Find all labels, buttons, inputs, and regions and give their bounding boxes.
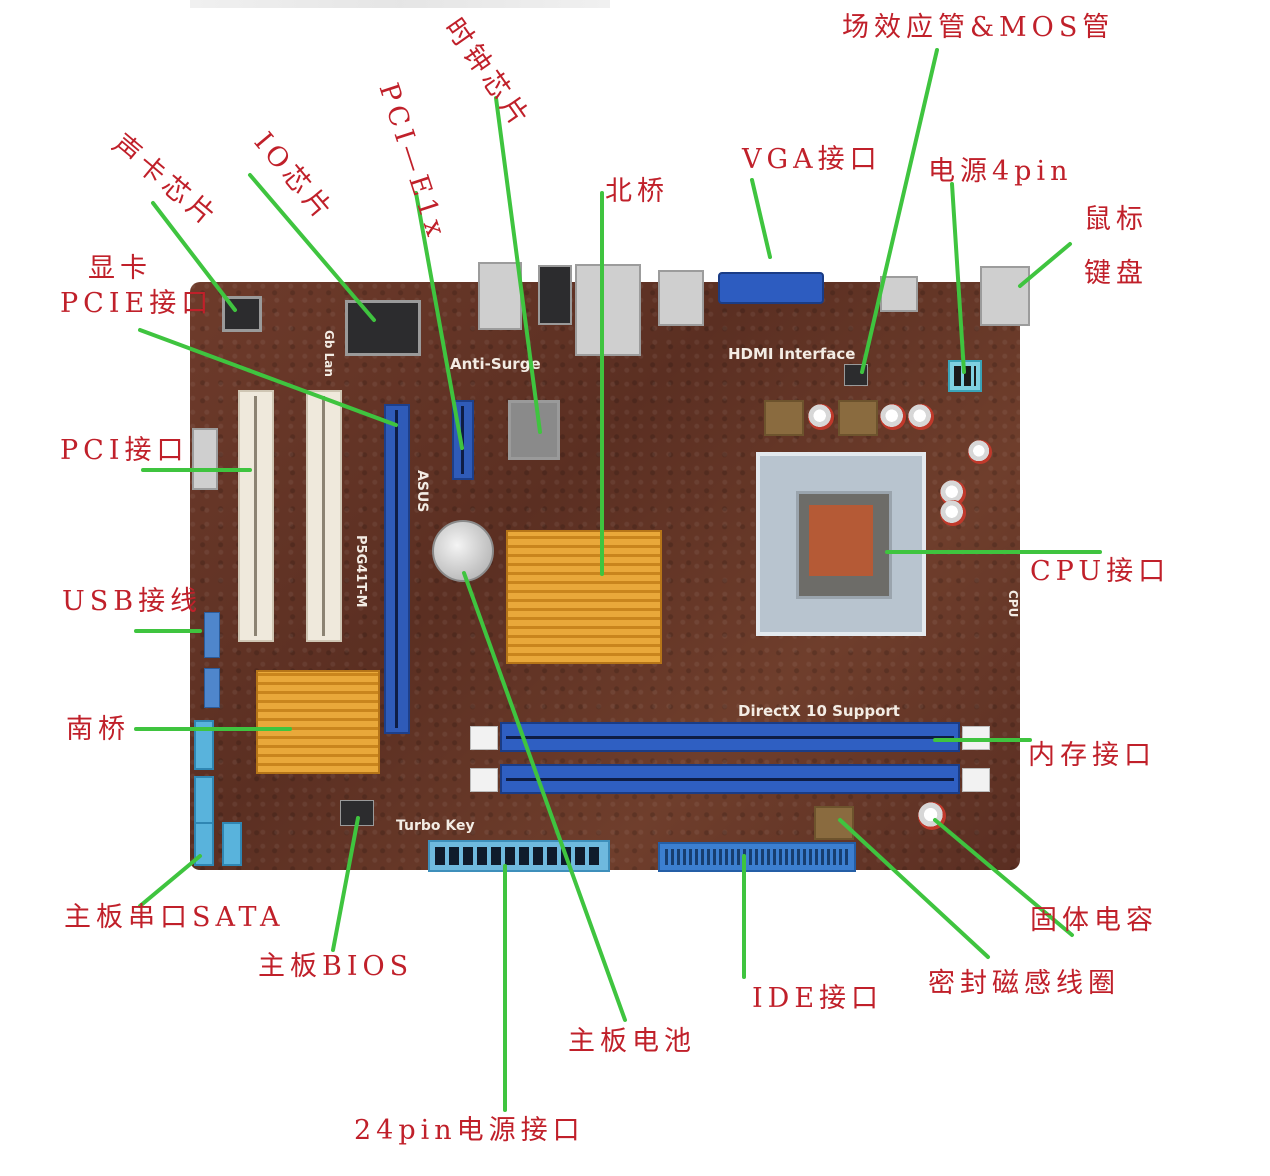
cpu-socket <box>756 452 926 636</box>
ps2-keyboard-mouse-port <box>980 266 1030 326</box>
label-battery: 主板电池 <box>568 1026 696 1057</box>
solid-capacitor <box>808 404 834 430</box>
top-cropped-text-strip <box>190 0 610 8</box>
choke-2 <box>838 400 878 436</box>
label-choke: 密封磁感线圈 <box>928 968 1120 999</box>
label-mouse: 鼠标 <box>1084 204 1148 235</box>
label-mosfet: 场效应管&MOS管 <box>842 12 1115 43</box>
leader-sata <box>138 854 202 908</box>
solid-capacitor <box>940 500 966 526</box>
leader-clock-chip <box>494 96 542 434</box>
leader-choke <box>838 818 990 959</box>
pci-slot-1 <box>238 390 274 642</box>
silkscreen-directx: DirectX 10 Support <box>738 702 900 720</box>
southbridge-heatsink <box>256 670 380 774</box>
lan-port <box>575 264 641 356</box>
solid-capacitor <box>908 404 934 430</box>
leader-pcie-x1 <box>414 191 464 450</box>
label-usb-header: USB接线 <box>62 586 203 617</box>
label-sata: 主板串口SATA <box>64 902 285 933</box>
silkscreen-hdmi: HDMI Interface <box>728 345 856 363</box>
clock-chip <box>508 400 560 460</box>
label-solid-cap: 固体电容 <box>1030 905 1158 936</box>
label-pcie-interface: PCIE接口 <box>60 288 214 319</box>
dimm-slot-1 <box>500 722 960 752</box>
vga-port <box>718 272 824 304</box>
northbridge-heatsink <box>506 530 662 664</box>
label-northbridge: 北桥 <box>605 176 669 207</box>
label-vga-port: VGA接口 <box>742 144 882 175</box>
leader-mosfet <box>860 48 939 374</box>
silkscreen-anti-surge: Anti-Surge <box>450 355 541 373</box>
usb-port-stack <box>658 270 704 326</box>
sealed-choke <box>814 806 854 840</box>
dimm-clip <box>962 768 990 792</box>
leader-vga-port <box>750 178 772 259</box>
cpu-socket-core <box>808 505 874 576</box>
label-memory-slot: 内存接口 <box>1028 740 1156 771</box>
leader-bios <box>331 816 360 952</box>
io-chip <box>345 300 421 356</box>
label-pci-slot: PCI接口 <box>60 435 189 466</box>
leader-battery <box>462 571 627 1022</box>
leader-gpu-pcie <box>138 328 398 427</box>
label-gpu: 显卡 <box>88 253 152 284</box>
label-power-4pin: 电源4pin <box>928 156 1073 187</box>
leader-solid-cap <box>933 818 1074 937</box>
choke-1 <box>764 400 804 436</box>
leader-io-chip <box>248 173 376 322</box>
label-atx-24pin: 24pin电源接口 <box>354 1115 585 1146</box>
leader-sound-chip <box>151 201 237 312</box>
usb-header-2 <box>204 668 220 708</box>
pcie-x16-slot <box>384 404 410 734</box>
dimm-clip <box>470 726 498 750</box>
leader-mouse-keyboard <box>1018 242 1072 288</box>
label-keyboard: 键盘 <box>1084 258 1148 289</box>
ps2-port <box>538 265 572 325</box>
sata-port-1 <box>194 720 214 770</box>
silkscreen-turbo-key: Turbo Key <box>396 818 475 834</box>
dimm-clip <box>470 768 498 792</box>
ide-connector <box>658 842 856 872</box>
leader-power-4pin <box>950 182 966 374</box>
label-bios: 主板BIOS <box>258 951 414 982</box>
sata-port-4 <box>222 822 242 866</box>
label-southbridge: 南桥 <box>66 714 130 745</box>
label-cpu-socket: CPU接口 <box>1030 556 1171 587</box>
label-ide: IDE接口 <box>752 983 884 1014</box>
com-header <box>192 428 218 490</box>
dimm-slot-2 <box>500 764 960 794</box>
bios-chip <box>340 800 374 826</box>
pci-slot-2 <box>306 390 342 642</box>
atx-24pin-connector <box>428 840 610 872</box>
solid-capacitor <box>968 440 992 464</box>
usb-header-1 <box>204 612 220 658</box>
solid-capacitor <box>880 404 906 430</box>
